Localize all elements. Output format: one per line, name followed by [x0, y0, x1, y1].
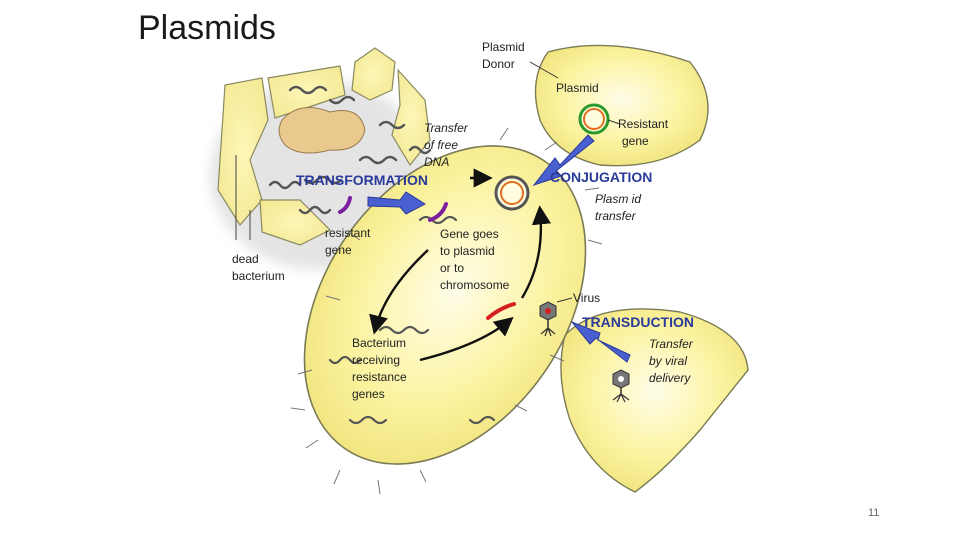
dead-bacterium-label-2: bacterium: [232, 269, 285, 283]
transfer-free-dna-label: Transfer: [424, 121, 469, 135]
gene-goes-label-3: or to: [440, 261, 464, 275]
receiving-bacterium: [290, 127, 603, 495]
gene-goes-label-2: to plasmid: [440, 244, 495, 258]
transfer-free-dna-label-2: of free: [424, 138, 458, 152]
viral-delivery-label-3: delivery: [649, 371, 691, 385]
transduction-arrow: [570, 320, 631, 363]
virus-label: Virus: [573, 291, 600, 305]
transformation-arrow: [367, 191, 426, 215]
transduction-cell: [560, 308, 749, 493]
plasmid-transfer-label: Plasm id: [595, 192, 641, 206]
dead-bacterium-fragments: [217, 47, 431, 246]
transduction-label: TRANSDUCTION: [582, 314, 694, 330]
plasmid-donor-label: Plasmid: [482, 40, 525, 54]
resistant-gene-label-left-2: gene: [325, 243, 352, 257]
receiving-bacterium-body: [303, 145, 587, 465]
slide-number: 11: [868, 507, 880, 519]
transformation-label: TRANSFORMATION: [296, 172, 428, 188]
resistant-gene-label-2: gene: [622, 134, 649, 148]
resistant-gene-label-left: resistant: [325, 226, 371, 240]
conjugation-label: CONJUGATION: [550, 169, 652, 185]
gene-goes-label-4: chromosome: [440, 278, 510, 292]
plasmid-label: Plasmid: [556, 81, 599, 95]
dead-fragment: [217, 77, 269, 226]
cycle-arrow-up: [520, 205, 551, 299]
free-dna-fragments: [268, 85, 432, 215]
phage-icon: [612, 369, 630, 403]
cycle-arrow-right: [419, 316, 514, 362]
dead-nucleoid: [278, 107, 366, 154]
virus-leader: [556, 297, 573, 303]
viral-delivery-label: Transfer: [649, 337, 694, 351]
dead-bacterium-label: dead: [232, 252, 259, 266]
donor-plasmid-inner: [583, 108, 605, 130]
dead-fragment: [391, 68, 431, 167]
plasmid-transfer-label-2: transfer: [595, 209, 637, 223]
resistant-gene-label: Resistant: [618, 117, 669, 131]
virus-icon: [539, 301, 557, 337]
diagram-labels: Plasmid Donor Plasmid Resistant gene Tra…: [232, 40, 694, 401]
slide-title: Plasmids: [138, 9, 276, 47]
conjugation-arrow: [532, 134, 595, 186]
resistant-gene-fragment: [338, 196, 352, 214]
receiving-bacterium-label-3: resistance: [352, 370, 407, 384]
plasmid-donor-label-2: Donor: [482, 57, 515, 71]
transfer-free-dna-label-3: DNA: [424, 155, 449, 169]
dead-bacterium-leader-lines: [235, 155, 251, 240]
resistant-gene-leader: [607, 119, 621, 125]
gene-goes-label: Gene goes: [440, 227, 499, 241]
resistant-gene-fragment-inserted: [428, 202, 448, 222]
receiving-bacterium-label-4: genes: [352, 387, 385, 401]
donor-leader: [529, 61, 559, 79]
pili: [290, 127, 603, 495]
chromosome-dna: [328, 215, 496, 425]
dead-fragment: [259, 199, 332, 246]
dead-fragment: [351, 47, 396, 101]
viral-delivery-label-2: by viral: [649, 354, 687, 368]
receiving-bacterium-label: Bacterium: [352, 336, 406, 350]
cycle-arrow-down: [369, 249, 429, 335]
donor-cell: [534, 44, 709, 167]
recipient-plasmid-inner: [500, 181, 524, 205]
receiving-bacterium-label-2: receiving: [352, 353, 400, 367]
viral-gene-fragment: [486, 302, 516, 320]
